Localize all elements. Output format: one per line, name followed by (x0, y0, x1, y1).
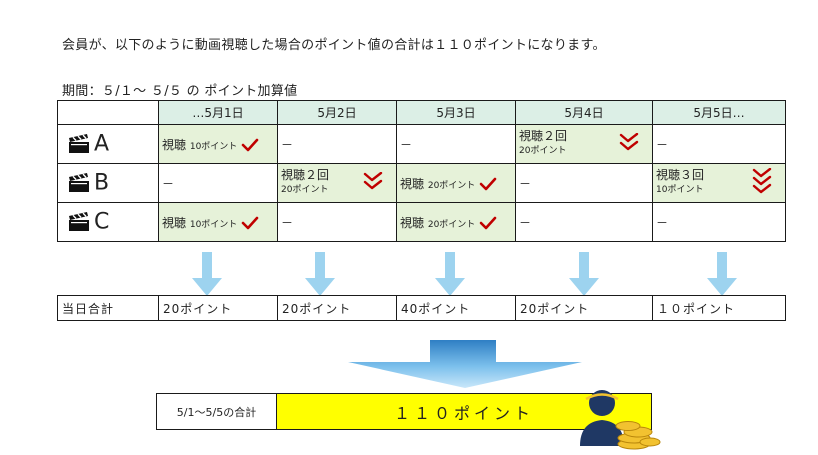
clapperboard-icon (69, 212, 89, 232)
checkmark-icon (619, 132, 639, 150)
view-cell: 視聴 20ポイント (396, 202, 516, 242)
view-label: 視聴２回 (281, 168, 330, 182)
points-label: 20ポイント (427, 219, 476, 230)
member-name-cell: A (57, 124, 159, 164)
member-row-a: A 視聴 10ポイント － － 視聴２回 20ポイント － (57, 124, 786, 164)
view-cell: － (396, 124, 516, 164)
view-cell: 視聴３回 10ポイント (652, 163, 786, 203)
view-cell: 視聴２回 20ポイント (277, 163, 397, 203)
empty-dash: － (656, 215, 669, 230)
daily-total-value: 20ポイント (158, 295, 278, 321)
intro-text: 会員が、以下のように動画視聴した場合のポイント値の合計は１１０ポイントになります… (62, 38, 606, 53)
view-cell: － (277, 202, 397, 242)
view-cell: 視聴２回 20ポイント (515, 124, 653, 164)
member-name-cell: C (57, 202, 159, 242)
daily-totals-row: 当日合計 20ポイント 20ポイント 40ポイント 20ポイント １０ポイント (57, 295, 786, 321)
daily-totals-table: 当日合計 20ポイント 20ポイント 40ポイント 20ポイント １０ポイント (57, 295, 786, 321)
empty-dash: － (656, 137, 669, 152)
member-name: C (94, 209, 110, 235)
period-label: 期間：５/１～ ５/５ の ポイント加算値 (62, 84, 298, 99)
daily-total-value: 20ポイント (515, 295, 653, 321)
down-arrow-icon (305, 252, 335, 296)
view-cell: 視聴 10ポイント (158, 124, 278, 164)
corner-cell (57, 100, 159, 125)
points-label: 20ポイント (281, 185, 329, 195)
view-cell: － (515, 202, 653, 242)
checkmark-icon (241, 138, 259, 152)
view-cell: 視聴 20ポイント (396, 163, 516, 203)
header-row: …5月1日 5月2日 5月3日 5月4日 5月5日… (57, 100, 786, 125)
points-label: 10ポイント (656, 185, 704, 195)
empty-dash: － (400, 137, 413, 152)
day-header: …5月1日 (158, 100, 278, 125)
view-label: 視聴 (400, 215, 425, 230)
empty-dash: － (281, 215, 294, 230)
daily-total-value: １０ポイント (652, 295, 786, 321)
view-cell: － (158, 163, 278, 203)
daily-total-label: 当日合計 (57, 295, 159, 321)
summary-label: 5/1～5/5の合計 (157, 394, 277, 429)
clapperboard-icon (69, 134, 89, 154)
points-label: 20ポイント (427, 180, 476, 191)
day-header: 5月4日 (515, 100, 653, 125)
summary-box: 5/1～5/5の合計 １１０ポイント (156, 393, 652, 430)
points-label: 10ポイント (189, 219, 238, 230)
member-name-cell: B (57, 163, 159, 203)
daily-total-value: 40ポイント (396, 295, 516, 321)
points-table: …5月1日 5月2日 5月3日 5月4日 5月5日… A 視聴 10ポイント － －… (57, 100, 786, 242)
down-arrow-icon (707, 252, 737, 296)
points-label: 10ポイント (189, 141, 238, 152)
empty-dash: － (281, 137, 294, 152)
checkmark-icon (752, 167, 772, 193)
view-label: 視聴２回 (519, 129, 568, 143)
empty-dash: － (162, 176, 175, 191)
view-cell: 視聴 10ポイント (158, 202, 278, 242)
down-arrow-icon (192, 252, 222, 296)
view-label: 視聴 (162, 137, 187, 152)
clapperboard-icon (69, 173, 89, 193)
view-cell: － (277, 124, 397, 164)
person-with-coins-icon (580, 390, 661, 450)
down-arrow-icon (435, 252, 465, 296)
checkmark-icon (479, 216, 497, 230)
checkmark-icon (479, 177, 497, 191)
checkmark-icon (241, 216, 259, 230)
summary-value: １１０ポイント (277, 394, 651, 429)
view-label: 視聴 (400, 176, 425, 191)
view-cell: － (515, 163, 653, 203)
down-arrow-icon (569, 252, 599, 296)
points-label: 20ポイント (519, 146, 567, 156)
daily-total-value: 20ポイント (277, 295, 397, 321)
day-header: 5月3日 (396, 100, 516, 125)
day-header: 5月5日… (652, 100, 786, 125)
member-name: B (94, 170, 110, 196)
day-header: 5月2日 (277, 100, 397, 125)
empty-dash: － (519, 176, 532, 191)
view-cell: － (652, 124, 786, 164)
view-label: 視聴 (162, 215, 187, 230)
checkmark-icon (363, 171, 383, 189)
empty-dash: － (519, 215, 532, 230)
view-label: 視聴３回 (656, 168, 705, 182)
big-down-arrow-icon (348, 340, 582, 388)
view-cell: － (652, 202, 786, 242)
member-name: A (94, 131, 110, 157)
